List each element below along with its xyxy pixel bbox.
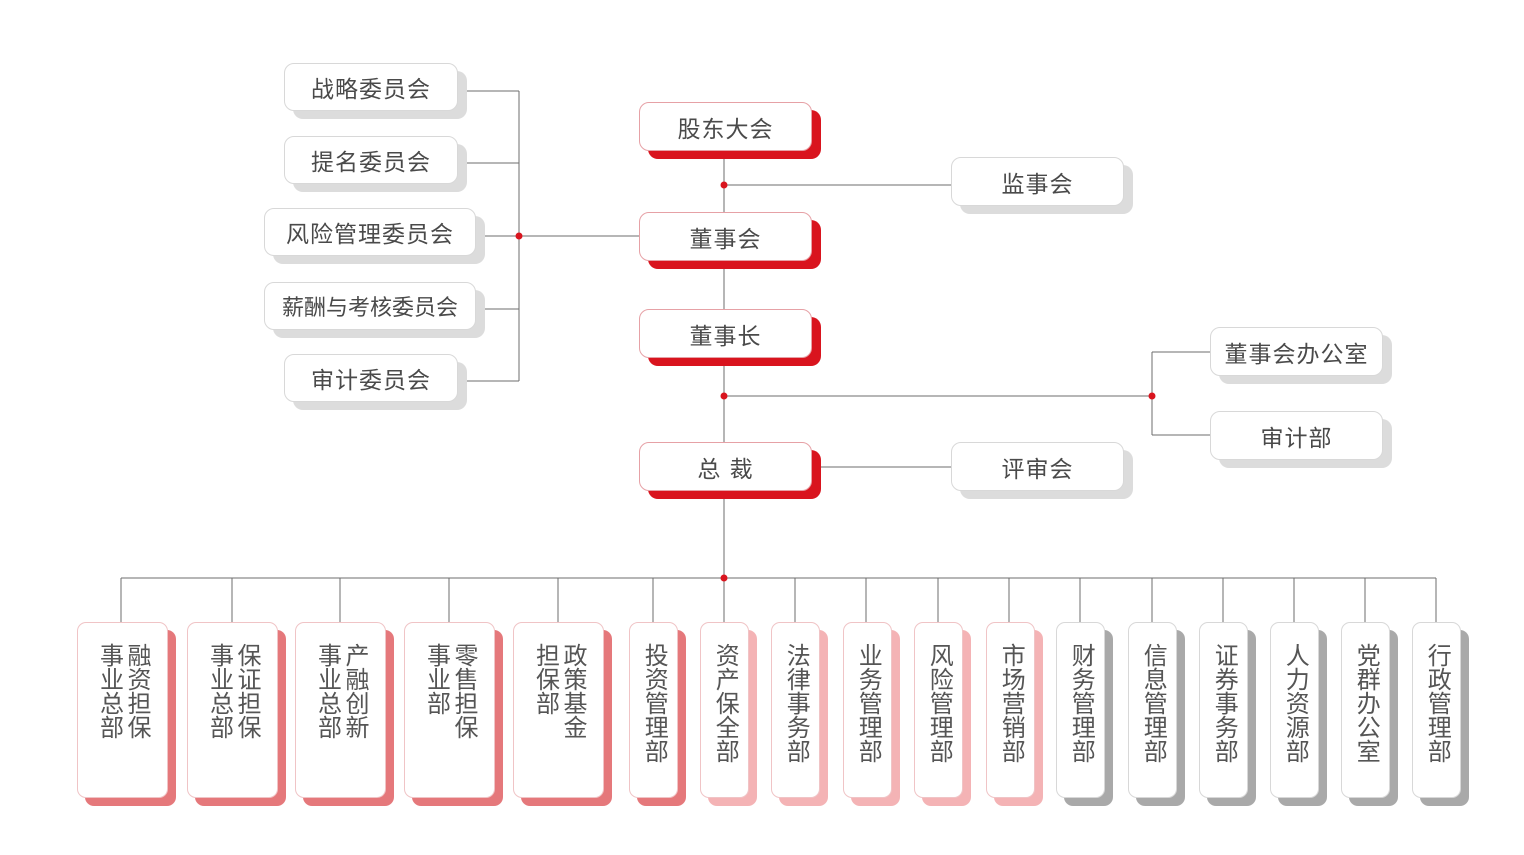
department-box[interactable]: 证券事务部 [1199, 622, 1248, 798]
department-box[interactable]: 业务管理部 [843, 622, 892, 798]
department-box[interactable]: 产融创新事业总部 [295, 622, 386, 798]
department-label: 政策基金担保部 [531, 643, 588, 739]
shareholders-meeting-box[interactable]: 股东大会 [639, 102, 812, 151]
department-label: 投资管理部 [640, 643, 669, 763]
audit-committee-box[interactable]: 审计委员会 [284, 354, 458, 402]
department-label: 资产保全部 [711, 643, 740, 763]
department-box[interactable]: 法律事务部 [771, 622, 820, 798]
department-label: 保证担保事业总部 [205, 643, 262, 739]
department-box[interactable]: 保证担保事业总部 [187, 622, 278, 798]
department-box[interactable]: 资产保全部 [700, 622, 749, 798]
department-box[interactable]: 融资担保事业总部 [77, 622, 168, 798]
department-label: 党群办公室 [1352, 643, 1381, 763]
board-office-box[interactable]: 董事会办公室 [1210, 327, 1383, 376]
president-box[interactable]: 总 裁 [639, 442, 812, 491]
department-box[interactable]: 信息管理部 [1128, 622, 1177, 798]
audit-department-box[interactable]: 审计部 [1210, 411, 1383, 460]
department-box[interactable]: 政策基金担保部 [513, 622, 604, 798]
compensation-committee-box[interactable]: 薪酬与考核委员会 [264, 282, 476, 330]
board-of-directors-box[interactable]: 董事会 [639, 212, 812, 261]
review-board-box[interactable]: 评审会 [951, 442, 1124, 491]
department-label: 融资担保事业总部 [95, 643, 152, 739]
risk-management-committee-box[interactable]: 风险管理委员会 [264, 208, 476, 256]
supervisors-box[interactable]: 监事会 [951, 157, 1124, 206]
department-label: 业务管理部 [854, 643, 883, 763]
chairman-box[interactable]: 董事长 [639, 309, 812, 358]
department-box[interactable]: 投资管理部 [629, 622, 678, 798]
strategy-committee-box[interactable]: 战略委员会 [284, 63, 458, 111]
department-label: 人力资源部 [1281, 643, 1310, 763]
department-box[interactable]: 市场营销部 [986, 622, 1035, 798]
department-label: 产融创新事业总部 [313, 643, 370, 739]
department-label: 信息管理部 [1139, 643, 1168, 763]
department-box[interactable]: 人力资源部 [1270, 622, 1319, 798]
department-label: 财务管理部 [1067, 643, 1096, 763]
department-box[interactable]: 风险管理部 [914, 622, 963, 798]
department-label: 零售担保事业部 [422, 643, 479, 739]
department-box[interactable]: 财务管理部 [1056, 622, 1105, 798]
department-box[interactable]: 零售担保事业部 [404, 622, 495, 798]
department-label: 风险管理部 [925, 643, 954, 763]
department-label: 证券事务部 [1210, 643, 1239, 763]
department-box[interactable]: 行政管理部 [1412, 622, 1461, 798]
nomination-committee-box[interactable]: 提名委员会 [284, 136, 458, 184]
department-label: 行政管理部 [1423, 643, 1452, 763]
department-label: 市场营销部 [997, 643, 1026, 763]
department-box[interactable]: 党群办公室 [1341, 622, 1390, 798]
department-label: 法律事务部 [782, 643, 811, 763]
